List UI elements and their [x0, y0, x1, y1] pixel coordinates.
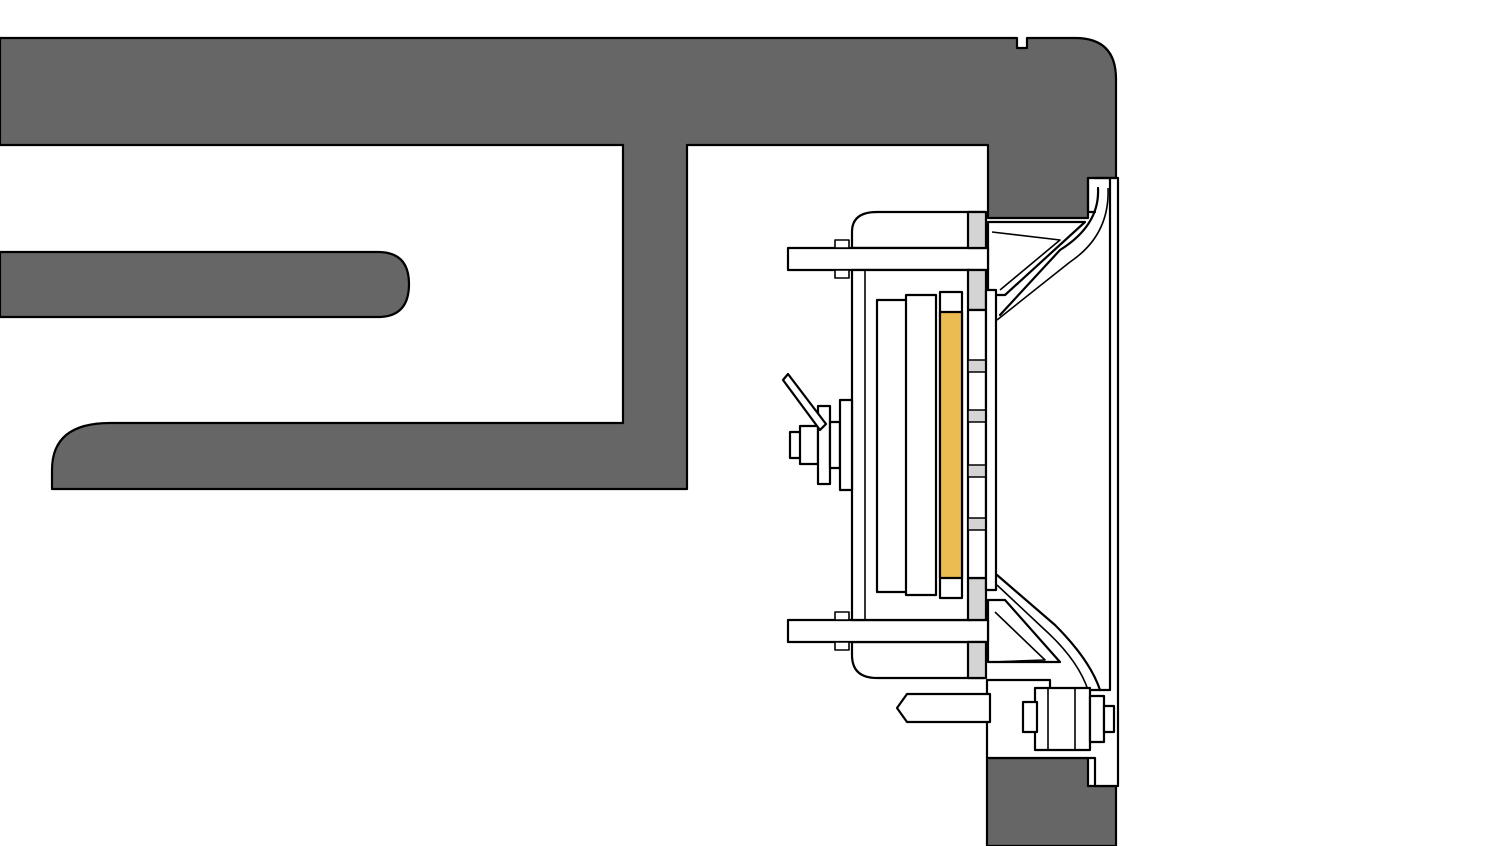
lever-handle [781, 372, 828, 432]
upper-curved-bracket-inner [996, 187, 1109, 321]
upper-curved-bracket [998, 186, 1100, 317]
bolt-flange [838, 398, 854, 492]
frame-profile [0, 36, 1118, 846]
spacer-strip [966, 308, 988, 580]
spacer-bottom-cap [966, 640, 988, 680]
mounting-bracket [986, 220, 1087, 664]
flange-nut-top-1 [834, 239, 850, 249]
bolt-nut [798, 424, 820, 466]
top-strut-line [991, 231, 1061, 291]
hinge-body [1033, 686, 1092, 752]
bottom-rounded-cap [850, 640, 987, 680]
frame-top-arm [0, 36, 1118, 491]
spacer-mid-3 [967, 464, 987, 478]
flange-nut-bottom-2 [834, 641, 850, 651]
frame-inner-tongue [0, 250, 411, 319]
lower-curved-bracket [995, 573, 1102, 692]
spacer-mid-4 [967, 517, 987, 531]
bottom-flange [786, 618, 990, 644]
hinge-knob [1021, 700, 1039, 734]
spacer-lower [966, 576, 988, 622]
spacer-mid-2 [967, 409, 987, 423]
spacer-mid-1 [967, 359, 987, 373]
inner-carrier-plate [904, 293, 938, 597]
top-flange [786, 246, 990, 272]
top-rounded-cap [850, 210, 987, 250]
drip-cap [1086, 176, 1097, 214]
spacer-column [966, 210, 998, 680]
lower-curved-bracket-inner [996, 584, 1089, 691]
bottom-strut-line [991, 611, 1046, 663]
flange-nut-bottom-1 [834, 611, 850, 621]
hinge-screw [1102, 704, 1116, 734]
hinge-fitting [895, 686, 1116, 752]
spacer-upper [966, 268, 988, 312]
hinge-pin [895, 692, 992, 724]
insulation-pad [938, 310, 964, 580]
seal-strip [984, 288, 998, 592]
side-bolt [788, 398, 854, 492]
spacer-top-cap [966, 210, 988, 250]
hinge-collar [1088, 694, 1106, 744]
flange-nut-top-2 [834, 269, 850, 279]
lever-arm [781, 372, 828, 432]
bolt-plate [828, 420, 842, 470]
